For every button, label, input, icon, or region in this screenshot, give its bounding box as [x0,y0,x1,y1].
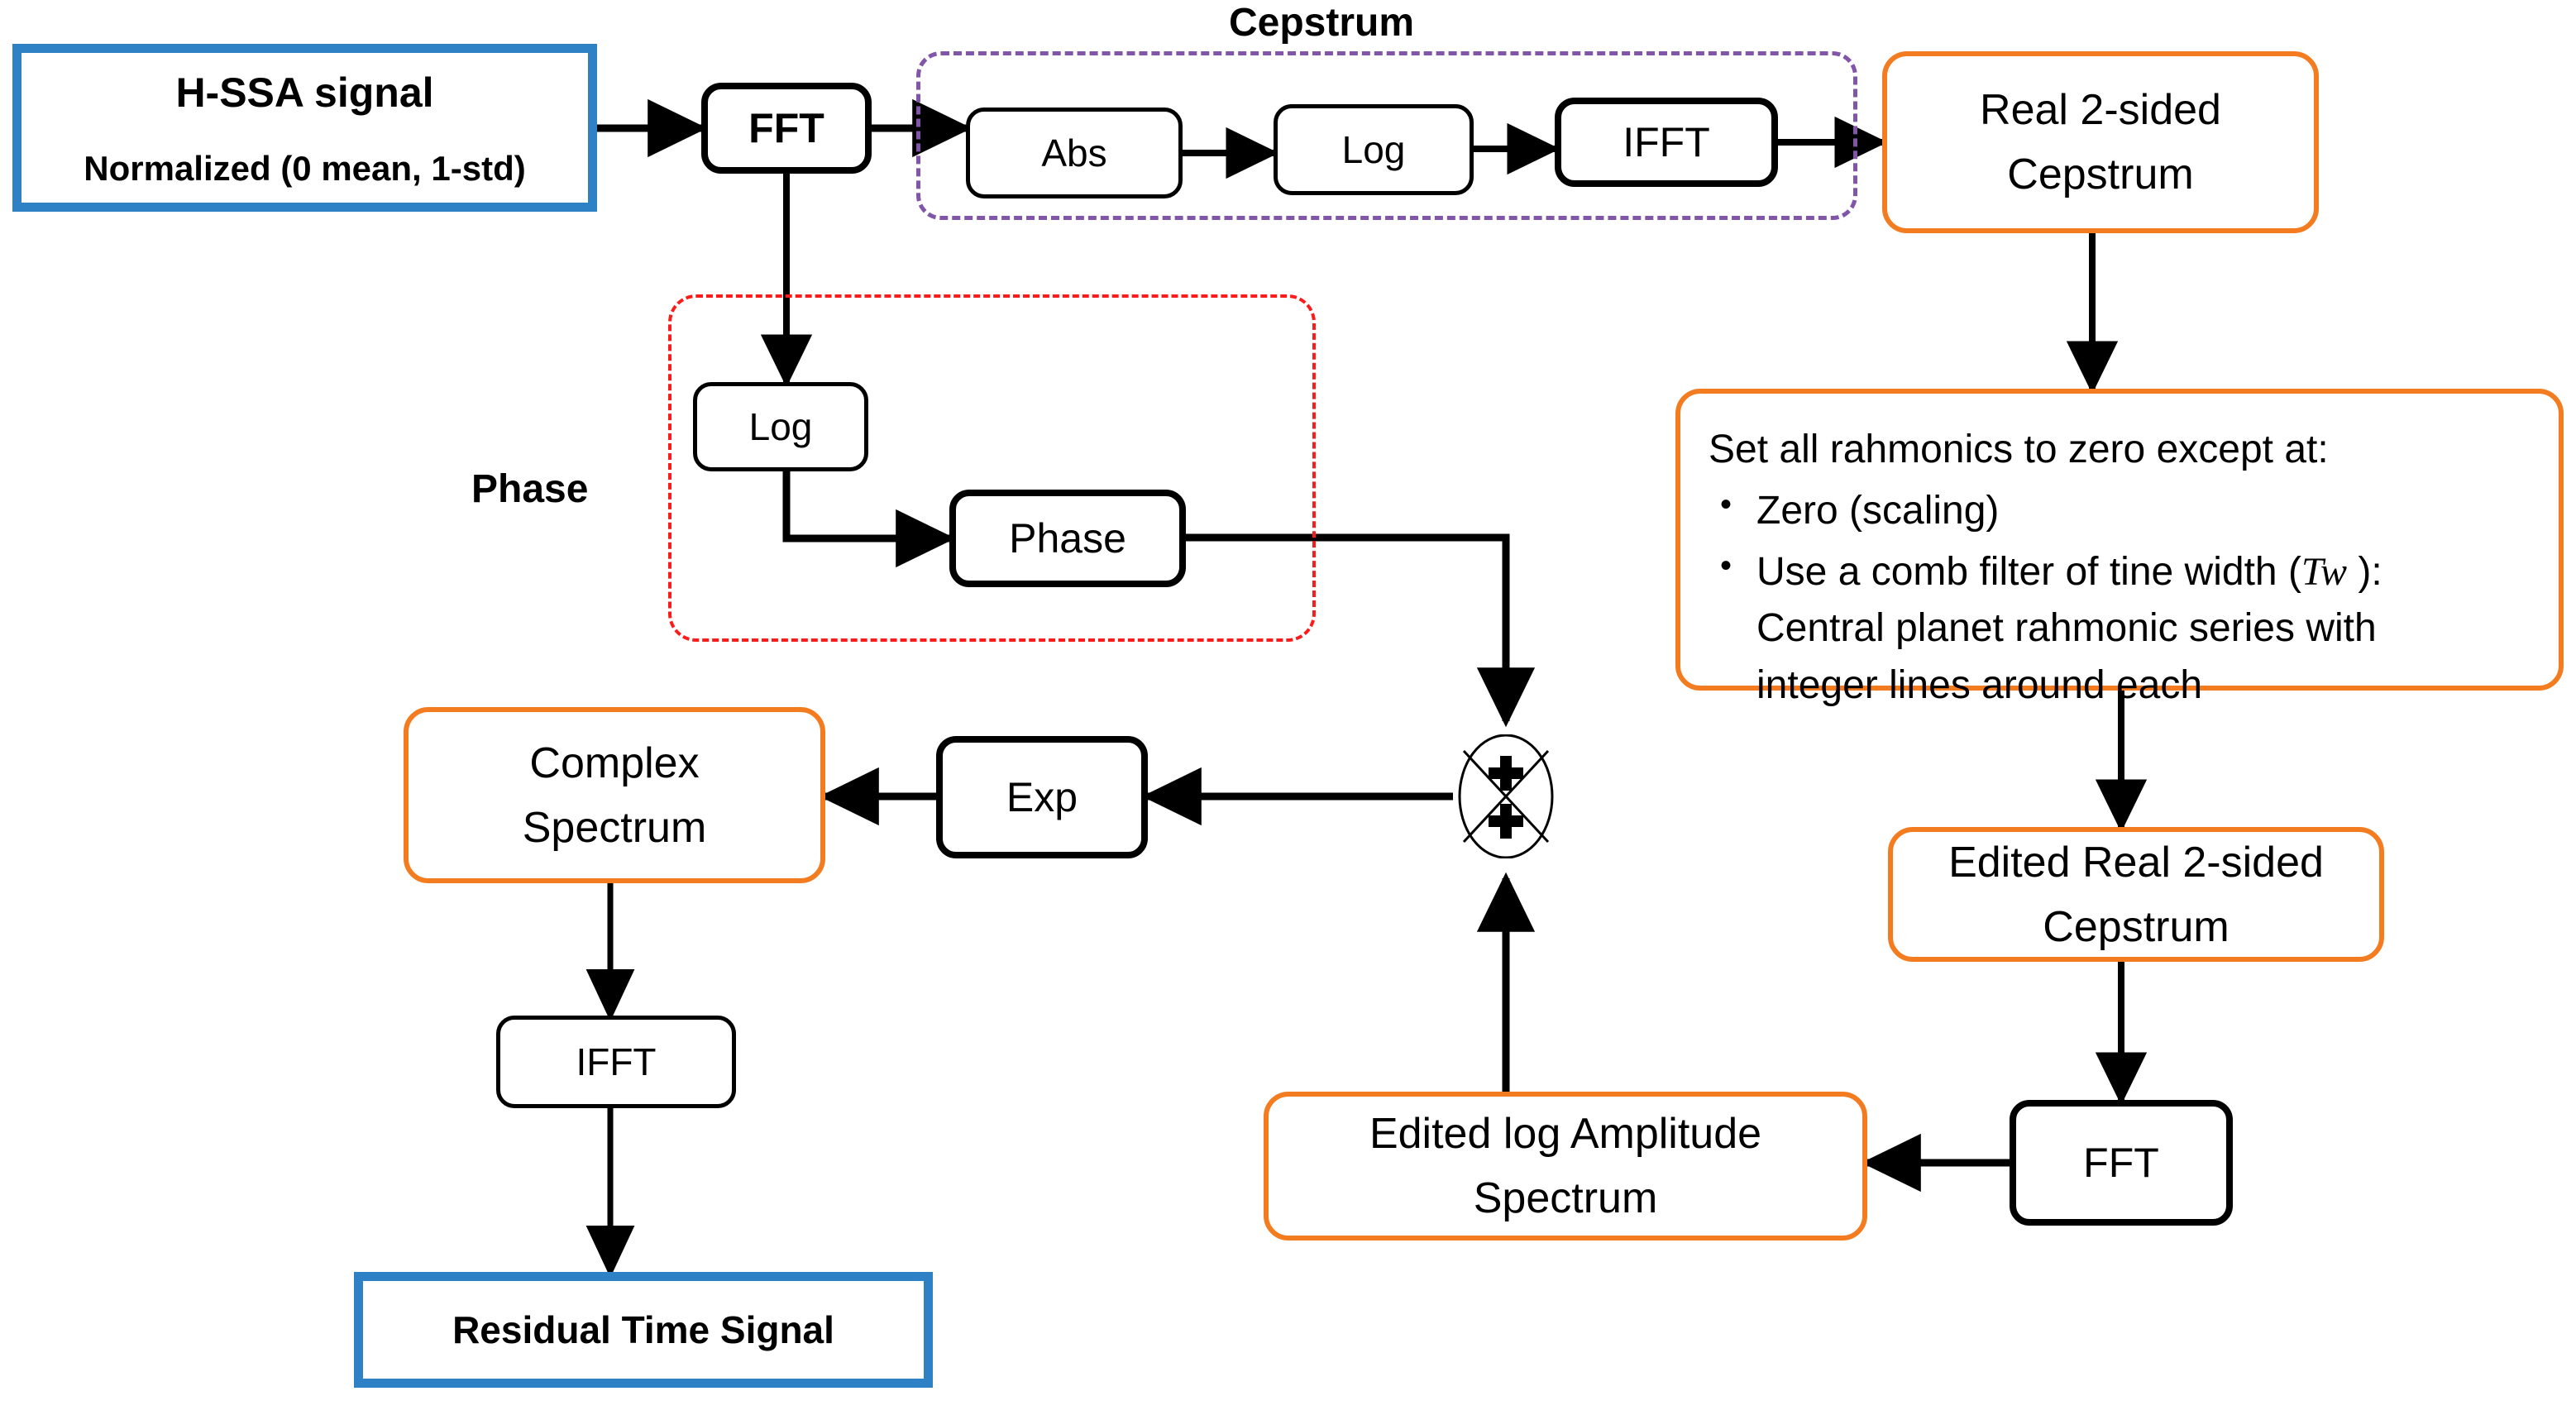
node-exp[interactable]: Exp [936,736,1148,858]
node-complex-spectrum[interactable]: Complex Spectrum [404,707,825,883]
rahmonics-bullet2-suffix: ): [2347,550,2382,595]
rahmonics-bullet-zero: Zero (scaling) [1720,481,2534,539]
node-log-cepstrum[interactable]: Log [1274,104,1474,195]
node-phase[interactable]: Phase [949,490,1186,587]
node-fft-edited[interactable]: FFT [2010,1100,2233,1226]
group-label-cepstrum: Cepstrum [1229,1,1415,45]
rahmonics-bullet2-prefix: Use a comb filter of tine width ( [1756,550,2301,595]
node-edited-log-amplitude-spectrum[interactable]: Edited log Amplitude Spectrum [1264,1092,1867,1241]
node-real-2sided-cepstrum[interactable]: Real 2-sided Cepstrum [1882,51,2319,233]
node-fft-main[interactable]: FFT [701,83,872,174]
input-signal-line2: Normalized (0 mean, 1-std) [84,148,526,188]
node-rahmonics-instructions[interactable]: Set all rahmonics to zero except at: Zer… [1675,389,2564,707]
node-log-phase[interactable]: Log [693,382,868,471]
rahmonics-bullet2-line3: integer lines around each [1756,662,2203,707]
node-edited-real-2sided-cepstrum[interactable]: Edited Real 2-sided Cepstrum [1888,827,2384,962]
summing-junction-glyph [1458,734,1554,858]
node-ifft-output[interactable]: IFFT [496,1016,736,1108]
rahmonics-bullet-comb-filter: Use a comb filter of tine width (Tw ): C… [1720,543,2534,713]
group-label-phase: Phase [471,467,589,511]
group-frame-cepstrum [916,51,1857,220]
rahmonics-bullet2-variable: Tw [2301,550,2348,595]
rahmonics-heading: Set all rahmonics to zero except at: [1709,428,2329,471]
group-frame-phase [668,294,1316,642]
node-input-signal[interactable]: H-SSA signal Normalized (0 mean, 1-std) [12,44,597,212]
node-abs[interactable]: Abs [966,108,1183,198]
node-residual-time-signal[interactable]: Residual Time Signal [354,1272,933,1388]
input-signal-line1: H-SSA signal [175,69,434,116]
node-ifft-cepstrum[interactable]: IFFT [1555,98,1778,187]
summing-junction-icon[interactable] [1457,734,1555,858]
rahmonics-bullet2-line2: Central planet rahmonic series with [1756,606,2377,651]
